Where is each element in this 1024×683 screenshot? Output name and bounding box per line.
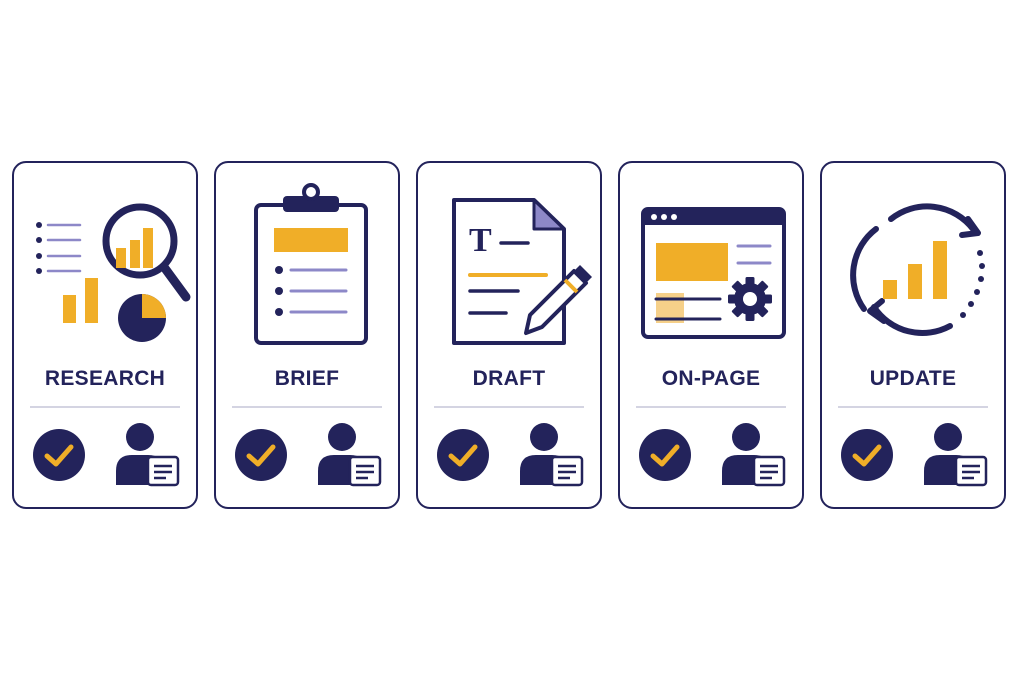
step-title: DRAFT [472,367,546,390]
divider [232,406,382,408]
check-circle-icon [841,429,893,481]
check-circle-icon [235,429,287,481]
document-pencil-icon: T [452,198,592,345]
step-title: UPDATE [869,367,957,390]
browser-settings-icon [641,207,786,339]
person-document-icon [318,423,382,487]
step-title: RESEARCH [44,367,166,390]
check-circle-icon [437,429,489,481]
clipboard-list-icon [254,183,368,345]
step-card-on-page: ON-PAGE [618,161,804,509]
divider [636,406,786,408]
magnifier-chart-icon [36,203,191,342]
step-title: ON-PAGE [661,367,761,390]
person-document-icon [924,423,988,487]
divider [30,406,180,408]
draft-letter: T [469,222,492,259]
step-title: BRIEF [274,367,340,390]
step-card-update: UPDATE [820,161,1006,509]
divider [434,406,584,408]
check-circle-icon [33,429,85,481]
check-circle-icon [639,429,691,481]
step-card-draft: T DRAFT [416,161,602,509]
step-card-research: RESEARCH [12,161,198,509]
person-document-icon [116,423,180,487]
refresh-chart-icon [850,203,985,336]
person-document-icon [722,423,786,487]
divider [838,406,988,408]
person-document-icon [520,423,584,487]
step-card-brief: BRIEF [214,161,400,509]
